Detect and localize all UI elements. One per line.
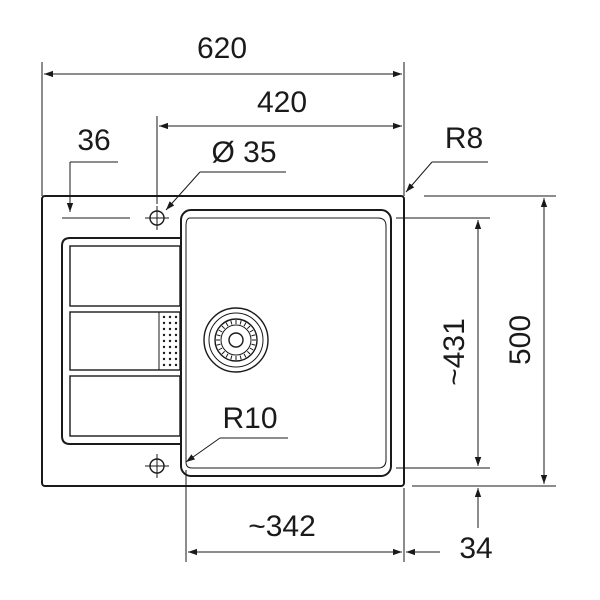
dimension-bottom-offset: 34 — [459, 446, 493, 565]
dimension-tap-hole: Ø 35 — [165, 136, 286, 211]
drain-slot — [249, 347, 254, 351]
bowl — [180, 209, 392, 477]
grille-dot — [168, 315, 172, 319]
grille-dot — [162, 363, 166, 367]
grille-dot — [162, 321, 166, 325]
grille-dot — [174, 363, 178, 367]
tap-hole-label: Ø 35 — [211, 136, 276, 169]
bottom-offset-label: 34 — [459, 532, 492, 565]
left-offset-label: 36 — [77, 124, 110, 157]
grille-dot — [162, 351, 166, 355]
grille-dot — [174, 333, 178, 337]
drain-slot — [230, 320, 233, 325]
grille-dot — [162, 333, 166, 337]
grille-dot — [174, 357, 178, 361]
drain-slot — [246, 350, 251, 355]
drain-slot — [239, 320, 242, 325]
corner-radius-outer-label: R8 — [445, 122, 483, 155]
grille-dot — [174, 351, 178, 355]
grille-dot — [174, 345, 178, 349]
grille-dot — [162, 327, 166, 331]
drain-slot — [243, 322, 247, 327]
dimension-left-offset: 36 — [62, 124, 130, 219]
overflow-grille — [158, 311, 182, 371]
total-width-label: 620 — [197, 32, 247, 65]
drain-slot — [221, 325, 226, 330]
dimension-total-width: 620 — [41, 32, 405, 196]
corner-radius-bowl-label: R10 — [222, 402, 277, 435]
drain-slot — [218, 347, 223, 351]
grille-dot — [168, 351, 172, 355]
tap-hole-top — [145, 206, 169, 230]
dimension-corner-radius-outer: R8 — [405, 122, 488, 193]
grille-dot — [168, 357, 172, 361]
grille-dot — [162, 357, 166, 361]
bowl-width-label: ~342 — [248, 510, 316, 543]
drain-slot — [249, 329, 254, 333]
drain-slot — [243, 353, 247, 358]
bowl-depth-label: ~431 — [438, 318, 471, 386]
grille-dot — [168, 327, 172, 331]
drain-slot — [218, 329, 223, 333]
drainboard — [61, 237, 181, 445]
grille-dot — [168, 339, 172, 343]
total-depth-label: 500 — [504, 315, 537, 365]
grille-dot — [168, 333, 172, 337]
grille-dot — [168, 321, 172, 325]
drain-slot — [239, 355, 242, 360]
drain-slot — [221, 350, 226, 355]
drain-slot — [251, 334, 256, 337]
dimension-corner-radius-bowl: R10 — [185, 402, 288, 463]
drain-slot — [251, 343, 256, 346]
grille-dot — [168, 345, 172, 349]
dimension-bowl-width: ~342 — [185, 470, 440, 562]
grille-dot — [174, 327, 178, 331]
drain-slot — [246, 325, 251, 330]
drain-slot — [216, 343, 221, 346]
drain-slot — [225, 322, 229, 327]
sink-outline — [41, 195, 405, 487]
drain-strainer — [203, 307, 269, 373]
dimension-bowl-offset-width: 420 — [156, 86, 402, 204]
dimension-total-depth: 500 — [412, 195, 556, 487]
grille-dot — [168, 363, 172, 367]
grille-dot — [174, 315, 178, 319]
drain-slot — [230, 355, 233, 360]
drain-slot — [225, 353, 229, 358]
grille-dot — [174, 321, 178, 325]
grille-dot — [162, 339, 166, 343]
grille-dot — [162, 345, 166, 349]
grille-dot — [162, 315, 166, 319]
dimension-bowl-depth: ~431 — [396, 217, 490, 469]
drain-slot — [216, 334, 221, 337]
tap-hole-bottom — [145, 454, 169, 478]
bowl-offset-width-label: 420 — [257, 86, 307, 119]
grille-dot — [174, 339, 178, 343]
